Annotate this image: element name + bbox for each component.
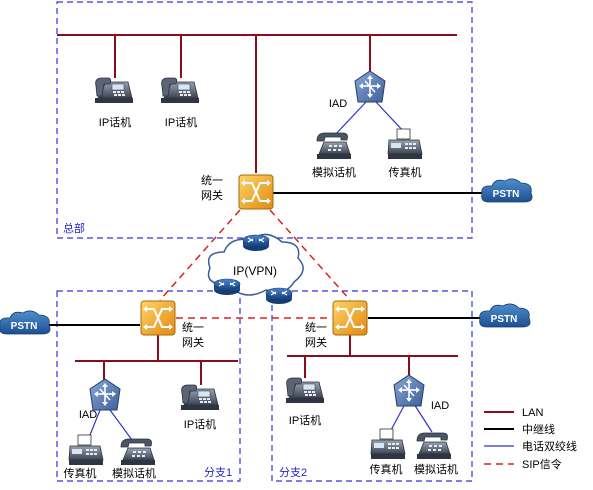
- router-icon: [265, 287, 293, 305]
- branch1-fax-label: 传真机: [64, 466, 97, 480]
- legend-label-trunk: 中继线: [522, 422, 555, 436]
- router-icon: [213, 278, 241, 296]
- branch2-ip-phone-label: IP话机: [289, 413, 321, 427]
- branch2-region-border: [271, 290, 473, 482]
- unified-gateway-icon: [332, 300, 368, 336]
- branch2-lan-lines: [287, 335, 458, 378]
- hq-pstn-label: PSTN: [493, 189, 520, 200]
- legend-item-twisted-pair: 电话双绞线: [484, 439, 577, 453]
- analog-phone-icon: [316, 132, 352, 160]
- branch2-gateway-label-line2: 网关: [305, 335, 327, 349]
- branch1-lan-lines: [75, 335, 238, 385]
- branch1-ip-phone-label: IP话机: [184, 417, 216, 431]
- hq-analog-phone-label: 模拟话机: [312, 165, 356, 179]
- fax-icon: [387, 128, 423, 160]
- branch2-twisted-pair-lines: [389, 403, 433, 433]
- analog-phone-icon: [416, 432, 452, 460]
- iad-icon: [89, 378, 121, 411]
- legend-label-sip: SIP信令: [522, 457, 562, 471]
- branch2-pstn-label: PSTN: [491, 314, 518, 325]
- legend-item-trunk: 中继线: [484, 422, 555, 436]
- hq-gateway-label-line2: 网关: [201, 188, 223, 202]
- analog-phone-icon: [120, 438, 156, 466]
- ip-vpn-cloud-label: IP(VPN): [233, 264, 277, 278]
- hq-iad-label: IAD: [329, 98, 347, 110]
- branch2-fax-label: 传真机: [370, 462, 403, 476]
- hq-lan-lines: [57, 34, 457, 173]
- branch2-region-label: 分支2: [279, 466, 307, 479]
- hq-gateway-label-line1: 统一: [201, 174, 223, 187]
- branch1-analog-phone-label: 模拟话机: [112, 466, 156, 480]
- branch1-pstn-label: PSTN: [11, 321, 38, 332]
- branch1-gateway-label-line1: 统一: [182, 321, 204, 334]
- unified-gateway-icon: [140, 300, 176, 336]
- iad-icon: [354, 70, 386, 103]
- branch1-region-border: [56, 290, 241, 482]
- branch1-region-label: 分支1: [204, 466, 232, 479]
- branch2-gateway-label-line1: 统一: [305, 321, 327, 334]
- branch2-iad-label: IAD: [431, 400, 449, 412]
- legend-label-lan: LAN: [522, 407, 543, 419]
- branch1-iad-label: IAD: [79, 409, 97, 421]
- hq-ip-phone-1-label: IP话机: [99, 115, 131, 129]
- hq-region-label: 总部: [63, 221, 85, 235]
- hq-fax-label: 传真机: [389, 165, 422, 179]
- sip-signaling-lines: [159, 209, 351, 319]
- iad-icon: [393, 374, 425, 407]
- unified-gateway-icon: [238, 174, 274, 210]
- router-icon: [242, 234, 270, 252]
- ip-phone-icon: [160, 77, 200, 104]
- hq-region-border: [56, 1, 473, 239]
- branch1-gateway-label-line2: 网关: [182, 335, 204, 349]
- legend-item-sip: SIP信令: [484, 457, 562, 471]
- branch2-analog-phone-label: 模拟话机: [414, 462, 458, 476]
- ip-phone-icon: [180, 384, 220, 411]
- ip-phone-icon: [285, 377, 325, 404]
- legend-label-twisted-pair: 电话双绞线: [522, 439, 577, 453]
- legend-item-lan: LAN: [484, 407, 543, 419]
- ip-phone-icon: [94, 77, 134, 104]
- legend: LAN 中继线 电话双绞线 SIP信令: [484, 407, 577, 471]
- fax-icon: [370, 428, 406, 460]
- fax-icon: [68, 434, 104, 466]
- hq-ip-phone-2-label: IP话机: [165, 115, 197, 129]
